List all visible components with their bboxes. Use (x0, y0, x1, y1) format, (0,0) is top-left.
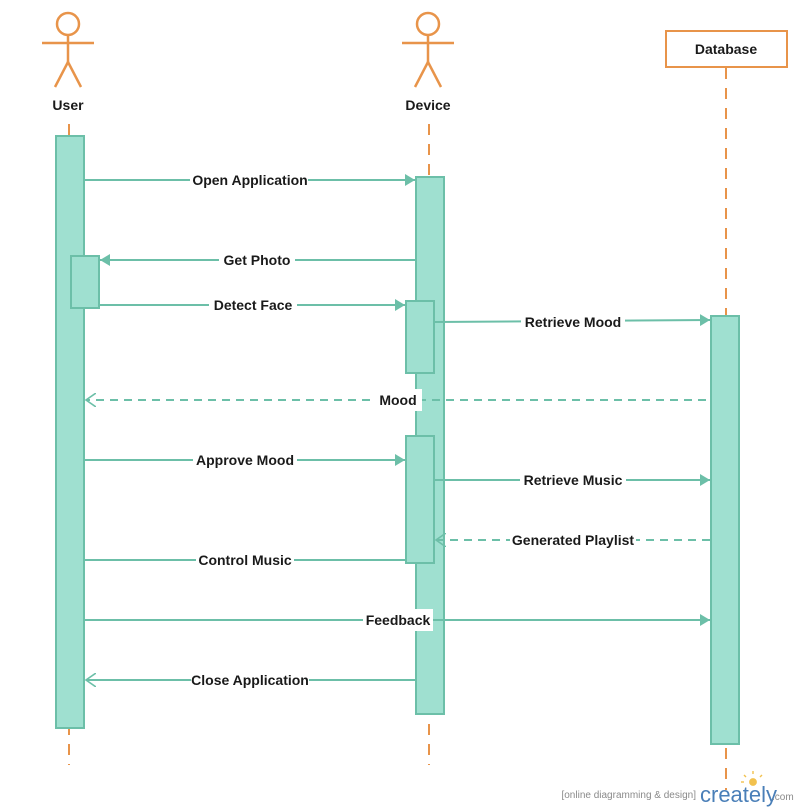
message-open-application: Open Application (85, 169, 415, 191)
message-generated-playlist: Generated Playlist (436, 529, 710, 551)
watermark: [online diagramming & design] creately .… (561, 771, 794, 807)
watermark-brand: creately (700, 782, 777, 807)
lifelines (68, 68, 727, 790)
message-label: Mood (379, 392, 416, 408)
message-approve-mood: Approve Mood (85, 449, 405, 471)
message-control-music: Control Music (85, 549, 405, 571)
message-retrieve-mood: Retrieve Mood (434, 311, 711, 333)
message-label: Approve Mood (196, 452, 294, 468)
message-detect-face: Detect Face (100, 294, 405, 316)
message-label: Open Application (192, 172, 307, 188)
message-label: Detect Face (214, 297, 293, 313)
participant-database-box (665, 30, 788, 68)
participant-label-device: Device (405, 97, 450, 113)
participant-device (402, 11, 454, 88)
watermark-domain: .com (772, 792, 794, 803)
message-label: Generated Playlist (512, 532, 635, 548)
message-label: Control Music (198, 552, 292, 568)
activation-user-nested (70, 255, 100, 309)
message-retrieve-music: Retrieve Music (435, 469, 710, 491)
activation-user (55, 135, 85, 729)
actor-device-icon (415, 11, 441, 37)
message-label: Get Photo (224, 252, 291, 268)
activation-device-nested-1 (405, 300, 435, 374)
participant-label-database: Database (695, 41, 757, 57)
participant-user (42, 11, 94, 88)
message-feedback: Feedback (85, 609, 710, 631)
message-label: Retrieve Mood (525, 314, 621, 330)
watermark-tagline: [online diagramming & design] (561, 790, 696, 801)
message-label: Close Application (191, 672, 309, 688)
activations (55, 135, 740, 745)
activation-device-nested-2 (405, 435, 435, 564)
message-label: Feedback (366, 612, 431, 628)
activation-database (710, 315, 740, 745)
message-close-application: Close Application (86, 669, 415, 691)
message-get-photo: Get Photo (100, 249, 415, 271)
message-mood: Mood (86, 389, 706, 411)
message-label: Retrieve Music (524, 472, 623, 488)
sun-icon (741, 771, 763, 786)
actor-user-icon (55, 11, 81, 37)
participant-label-user: User (52, 97, 84, 113)
